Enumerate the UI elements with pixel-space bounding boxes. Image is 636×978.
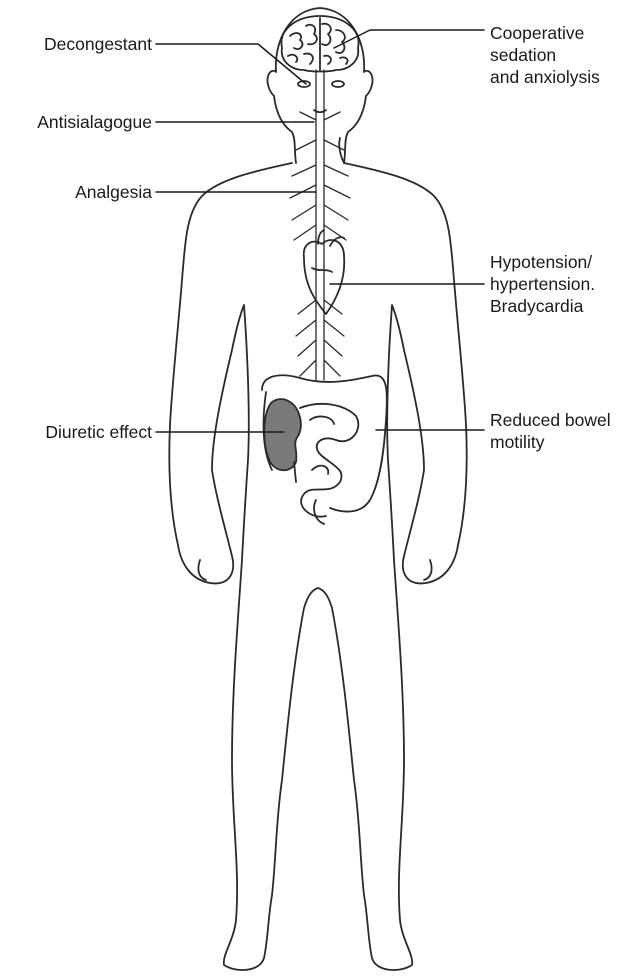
kidney-icon — [264, 399, 301, 470]
leader-lines — [156, 30, 484, 432]
spinal-nerves — [290, 70, 350, 380]
body-outline — [169, 138, 466, 970]
label-cardio: Hypotension/ hypertension. Bradycardia — [490, 251, 632, 317]
label-bowel: Reduced bowel motility — [490, 409, 632, 453]
label-bowel-line-2: motility — [490, 431, 632, 453]
label-cardio-line-2: hypertension. — [490, 273, 632, 295]
label-sedation-line-2: sedation — [490, 44, 632, 66]
ureter — [294, 462, 296, 482]
leader-decongestant — [156, 44, 306, 84]
label-cardio-line-3: Bradycardia — [490, 295, 632, 317]
label-cardio-line-1: Hypotension/ — [490, 251, 632, 273]
label-antisialagogue: Antisialagogue — [6, 111, 152, 133]
label-sedation-line-1: Cooperative — [490, 22, 632, 44]
label-sedation: Cooperative sedation and anxiolysis — [490, 22, 632, 88]
label-sedation-line-3: and anxiolysis — [490, 66, 632, 88]
label-bowel-line-1: Reduced bowel — [490, 409, 632, 431]
label-analgesia: Analgesia — [6, 181, 152, 203]
label-diuretic-effect: Diuretic effect — [6, 421, 152, 443]
brain-icon — [281, 16, 358, 72]
eye-right — [332, 81, 344, 87]
label-decongestant: Decongestant — [6, 33, 152, 55]
